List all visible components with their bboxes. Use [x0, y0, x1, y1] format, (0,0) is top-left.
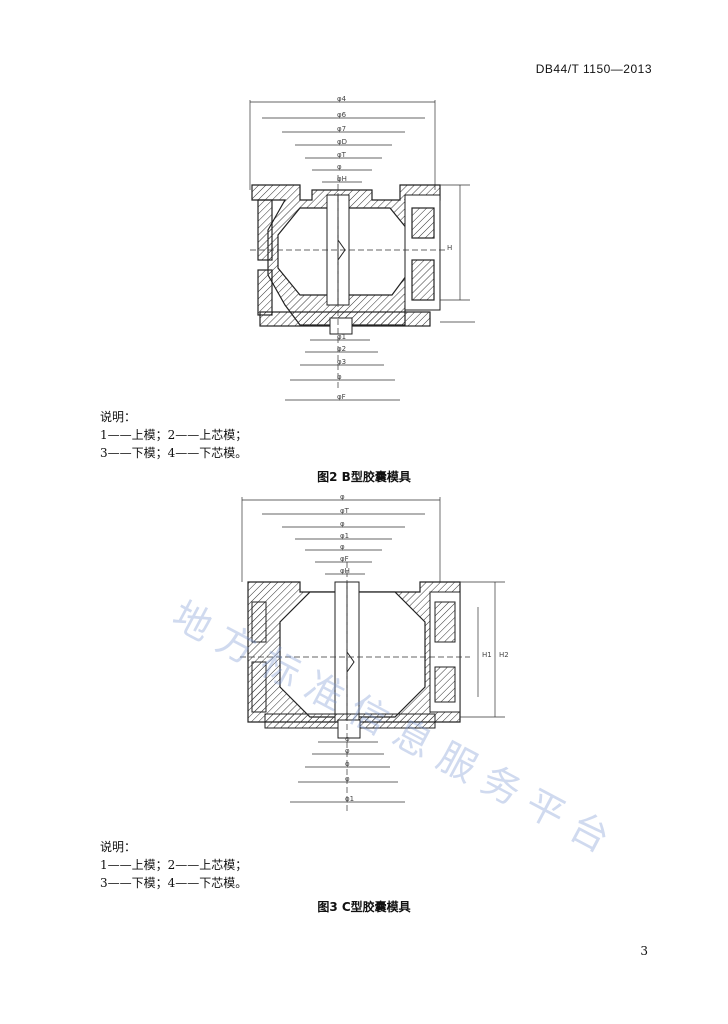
- mold-body: [240, 562, 470, 812]
- svg-text:H2: H2: [499, 651, 509, 659]
- document-code: DB44/T 1150—2013: [535, 62, 652, 76]
- svg-text:φ: φ: [345, 760, 350, 768]
- svg-text:φ: φ: [337, 373, 342, 381]
- svg-text:φ: φ: [345, 735, 350, 743]
- svg-text:φ: φ: [340, 543, 345, 551]
- svg-text:φ3: φ3: [337, 358, 346, 366]
- right-dimension-lines: H: [440, 184, 475, 323]
- top-dimension-lines: φ4 φ6 φ7 φD φT φ φH: [249, 95, 436, 190]
- svg-text:H1: H1: [482, 651, 492, 659]
- svg-text:H: H: [447, 244, 452, 252]
- svg-text:φ: φ: [340, 493, 345, 501]
- svg-text:φF: φF: [337, 393, 346, 401]
- svg-text:φD: φD: [337, 138, 347, 146]
- figure-2-drawing: φ4 φ6 φ7 φD φT φ φH: [0, 90, 728, 410]
- legend-line: 3——下模；4——下芯模。: [100, 876, 248, 890]
- svg-text:φ7: φ7: [337, 125, 346, 133]
- svg-text:φ: φ: [337, 163, 342, 171]
- svg-text:φ4: φ4: [337, 95, 347, 103]
- svg-text:φ6: φ6: [337, 111, 347, 119]
- figure-3-drawing: φ φT φ φ1 φ φF φH: [0, 492, 728, 832]
- figure-2-caption: 图2 B型胶囊模具: [317, 470, 411, 484]
- page-number: 3: [640, 944, 648, 958]
- bottom-dimension-lines: φ φ φ φ φ1: [290, 735, 405, 803]
- legend-line: 3——下模；4——下芯模。: [100, 446, 248, 460]
- mold-body: [250, 175, 445, 390]
- svg-text:φ2: φ2: [337, 345, 346, 353]
- svg-text:φH: φH: [340, 567, 350, 575]
- svg-text:φ: φ: [345, 747, 350, 755]
- bottom-dimension-lines: φ1 φ2 φ3 φ φF: [285, 333, 400, 401]
- svg-text:φF: φF: [340, 555, 349, 563]
- svg-text:φH: φH: [337, 175, 347, 183]
- figure-2-legend: 说明： 1——上模；2——上芯模； 3——下模；4——下芯模。: [100, 408, 247, 462]
- figure-3-legend: 说明： 1——上模；2——上芯模； 3——下模；4——下芯模。: [100, 838, 247, 892]
- right-dimension-lines: H1 H2: [460, 581, 509, 718]
- legend-title: 说明：: [100, 410, 137, 424]
- svg-text:φT: φT: [340, 507, 350, 515]
- svg-text:φ1: φ1: [345, 795, 354, 803]
- top-dimension-lines: φ φT φ φ1 φ φF φH: [241, 493, 441, 582]
- svg-text:φ1: φ1: [337, 333, 346, 341]
- svg-text:φ1: φ1: [340, 532, 349, 540]
- svg-text:φ: φ: [340, 520, 345, 528]
- figure-3-caption: 图3 C型胶囊模具: [317, 900, 411, 914]
- svg-text:φ: φ: [345, 775, 350, 783]
- svg-text:φT: φT: [337, 151, 347, 159]
- legend-title: 说明：: [100, 840, 137, 854]
- legend-line: 1——上模；2——上芯模；: [100, 428, 248, 442]
- legend-line: 1——上模；2——上芯模；: [100, 858, 248, 872]
